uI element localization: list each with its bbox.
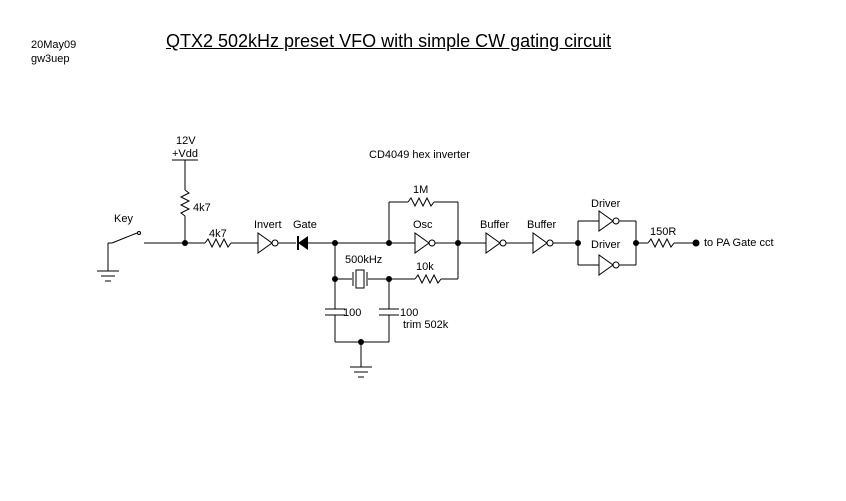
supply-voltage-label: 12V: [176, 135, 196, 147]
key-label: Key: [114, 213, 133, 225]
trim-label: trim 502k: [403, 319, 449, 331]
output-resistor: [647, 237, 675, 249]
pullup-resistor-label: 4k7: [193, 202, 211, 214]
cap-right-label: 100: [400, 307, 419, 319]
key-switch: [107, 231, 185, 271]
buffer1-inverter: [485, 232, 507, 254]
pullup-resistor: [179, 189, 191, 217]
output-label: to PA Gate cct: [704, 237, 774, 249]
osc-resistor-label: 10k: [416, 261, 434, 273]
supply-rail: [172, 159, 198, 190]
driver2-inverter: [598, 254, 620, 276]
junction-dot: [455, 240, 461, 246]
gate-label: Gate: [293, 219, 317, 231]
invert-label: Invert: [254, 219, 282, 231]
series-resistor: [204, 237, 232, 249]
capacitor-right: [379, 308, 399, 316]
buffer2-inverter: [532, 232, 554, 254]
buffer2-label: Buffer: [527, 219, 557, 231]
driver2-label: Driver: [591, 239, 621, 251]
feedback-resistor: [407, 196, 435, 208]
osc-label: Osc: [413, 219, 433, 231]
crystal: [352, 269, 368, 289]
supply-rail-label: +Vdd: [172, 148, 198, 160]
capacitor-left: [325, 308, 345, 316]
ic-label: CD4049 hex inverter: [369, 149, 470, 161]
cap-left-label: 100: [343, 307, 362, 319]
feedback-resistor-label: 1M: [413, 184, 429, 196]
invert-inverter: [257, 232, 279, 254]
crystal-label: 500kHz: [345, 254, 383, 266]
page-title: QTX2 502kHz preset VFO with simple CW ga…: [166, 31, 612, 51]
output-terminal: [692, 239, 700, 247]
gate-diode: [297, 236, 308, 250]
date-label: 20May09: [31, 39, 77, 51]
ground-symbol-osc: [350, 366, 372, 378]
buffer1-label: Buffer: [480, 219, 510, 231]
driver1-label: Driver: [591, 198, 621, 210]
series-resistor-label: 4k7: [209, 228, 227, 240]
driver1-inverter: [598, 210, 620, 232]
output-resistor-label: 150R: [650, 226, 677, 238]
osc-inverter: [414, 232, 436, 254]
ground-symbol-key: [97, 270, 119, 282]
junction-dot: [332, 276, 338, 282]
osc-resistor: [414, 273, 442, 285]
author-label: gw3uep: [31, 53, 70, 65]
